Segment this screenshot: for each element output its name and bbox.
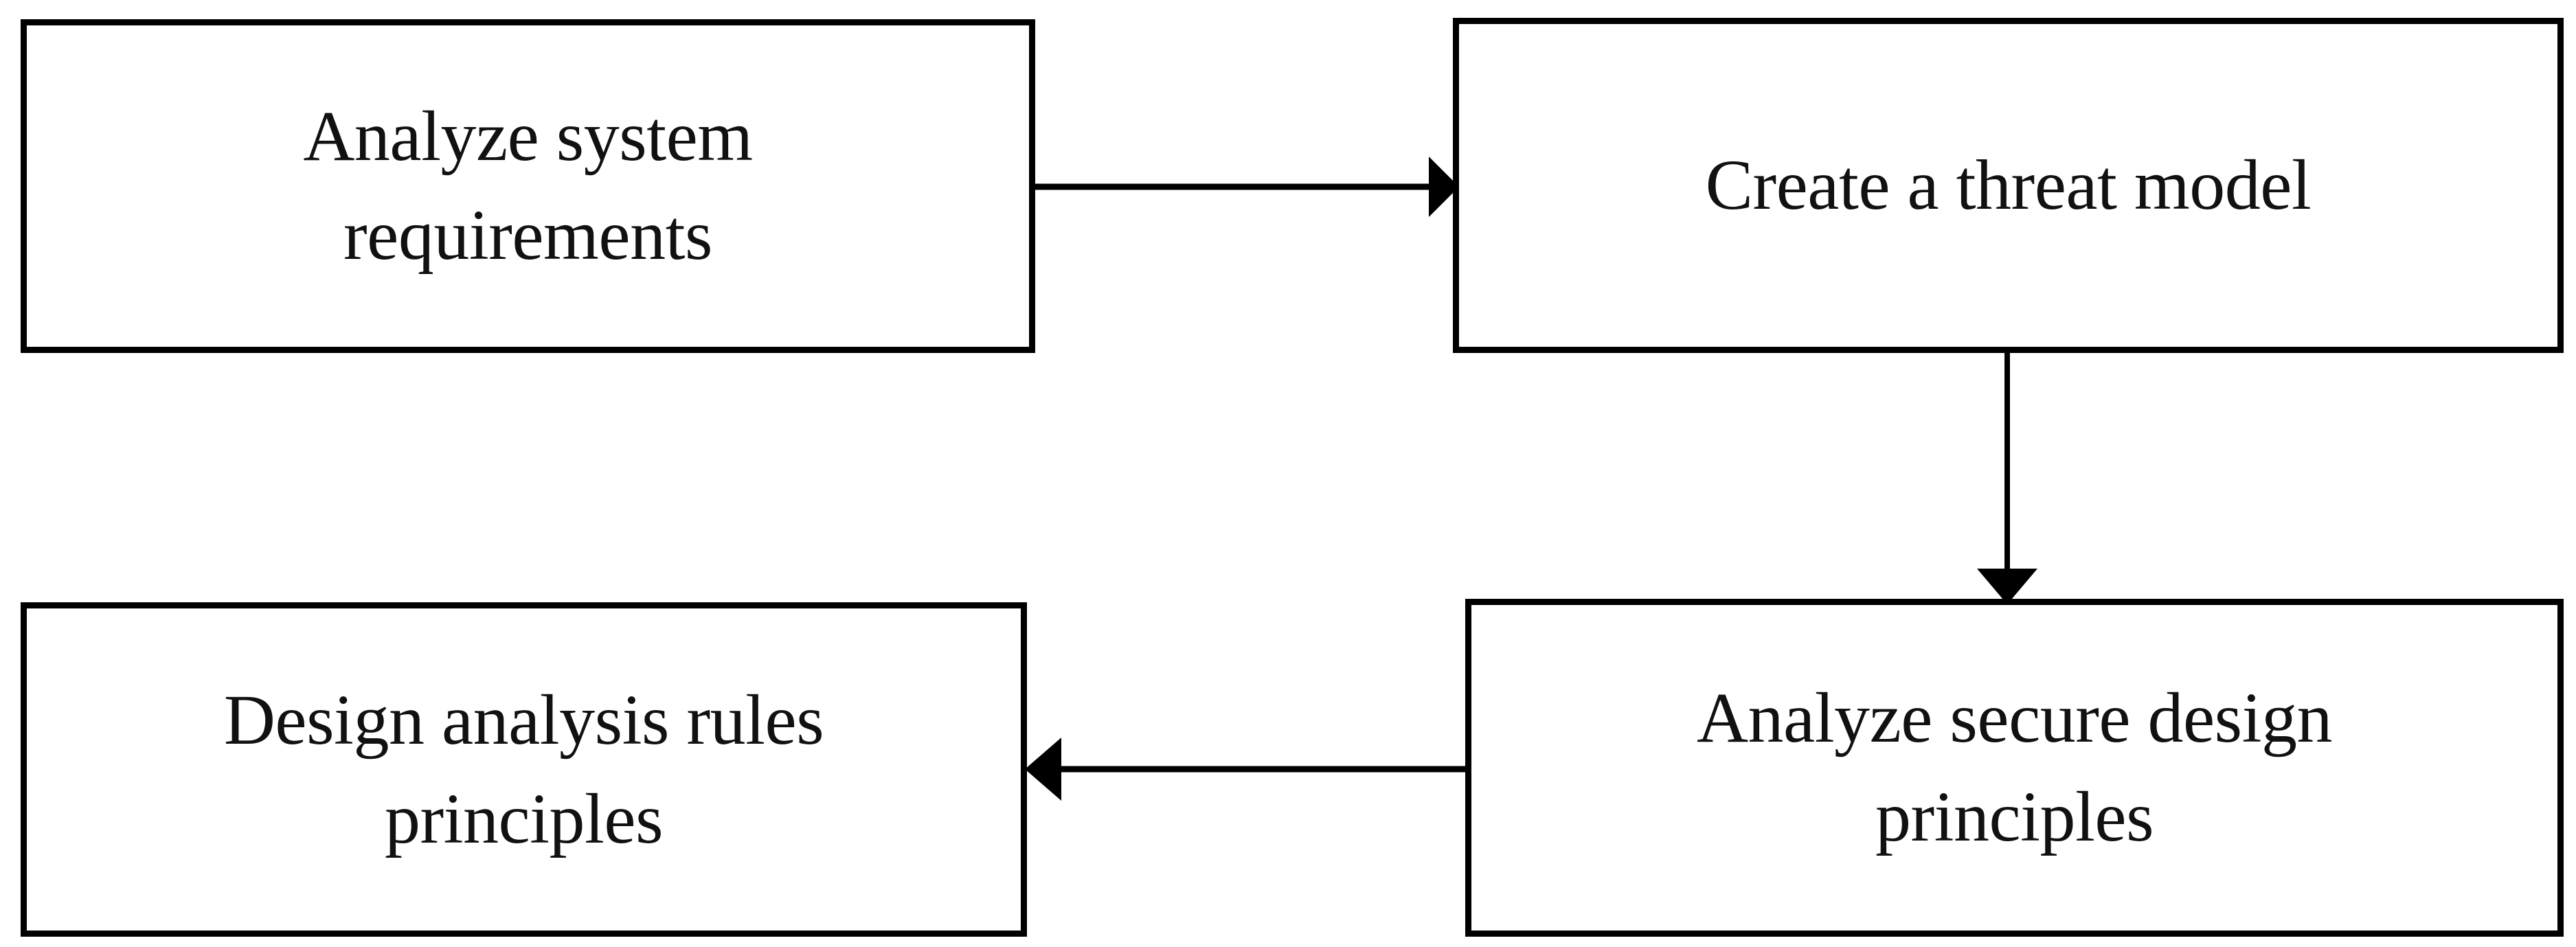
node-analyze-requirements-label: Analyze system requirements xyxy=(303,97,753,275)
edge-principles-to-rules[interactable] xyxy=(1022,747,1472,792)
node-threat-model[interactable]: Create a threat model xyxy=(1453,18,2564,353)
node-design-rules-label: Design analysis rules principles xyxy=(223,680,824,858)
node-design-rules[interactable]: Design analysis rules principles xyxy=(21,602,1027,937)
node-analyze-requirements[interactable]: Analyze system requirements xyxy=(21,19,1035,353)
node-secure-principles-label: Analyze secure design principles xyxy=(1696,678,2333,856)
edge-requirements-to-threat[interactable] xyxy=(1030,165,1460,210)
node-threat-model-label: Create a threat model xyxy=(1705,146,2312,225)
node-secure-principles[interactable]: Analyze secure design principles xyxy=(1465,599,2564,937)
edge-threat-to-principles[interactable] xyxy=(1985,349,2031,603)
